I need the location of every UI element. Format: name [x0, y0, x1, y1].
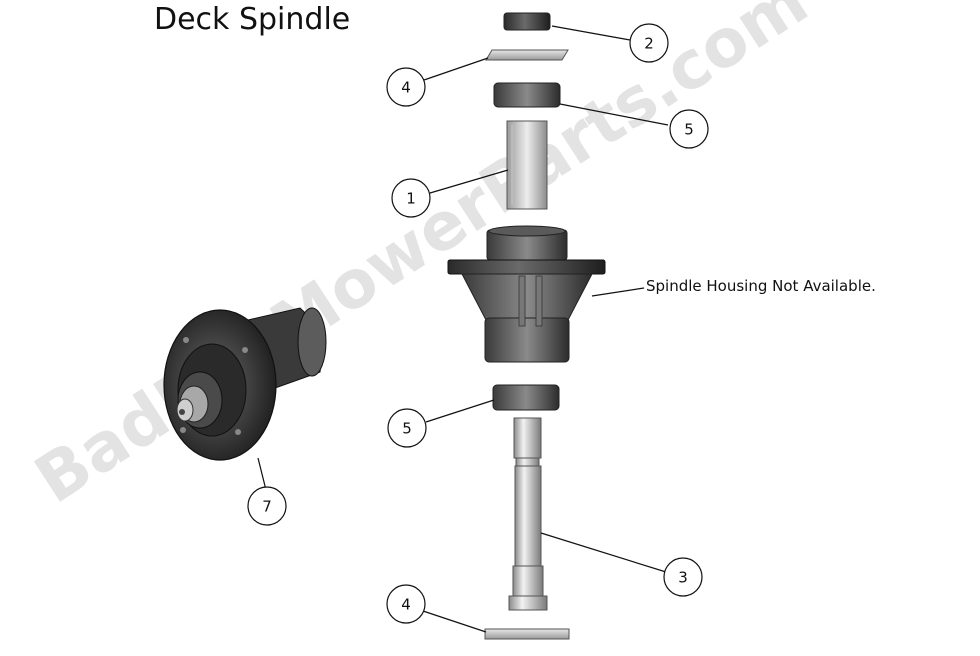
callout-3: 3 [663, 557, 703, 597]
leader-line-1 [429, 169, 509, 194]
callout-1: 1 [391, 178, 431, 218]
callout-label: 5 [402, 420, 412, 438]
leader-line-2 [551, 25, 631, 41]
leader-line-4-bottom [422, 610, 487, 633]
leader-line-4-top [423, 57, 489, 81]
diagram-title: Deck Spindle [154, 2, 351, 37]
part-4-washer-top [485, 49, 569, 61]
callout-4-bottom: 4 [386, 584, 426, 624]
callout-label: 7 [262, 498, 272, 516]
callout-2: 2 [629, 23, 669, 63]
leader-line-7 [257, 457, 267, 491]
leader-line-note [591, 287, 645, 297]
part-7-spindle-assembly [163, 307, 327, 461]
part-1-spacer [506, 120, 548, 210]
leader-line-3 [540, 532, 667, 573]
callout-4-top: 4 [386, 67, 426, 107]
callout-label: 5 [684, 121, 694, 139]
part-5-bearing-bottom [492, 384, 560, 411]
callout-7: 7 [247, 486, 287, 526]
callout-label: 2 [644, 35, 654, 53]
part-4-washer-bottom [484, 628, 570, 640]
callout-label: 4 [401, 79, 411, 97]
callout-5-top: 5 [669, 109, 709, 149]
part-3-shaft [508, 417, 548, 611]
part-2-nut [503, 12, 551, 31]
part-5-bearing-top [493, 82, 561, 108]
spindle-housing [447, 225, 606, 363]
callout-label: 3 [678, 569, 688, 587]
housing-note: Spindle Housing Not Available. [646, 277, 876, 295]
leader-lines [257, 25, 669, 633]
callout-label: 1 [406, 190, 416, 208]
leader-line-5-top [559, 103, 669, 126]
leader-line-5-bottom [425, 399, 495, 423]
callout-label: 4 [401, 596, 411, 614]
callout-5-bottom: 5 [387, 408, 427, 448]
